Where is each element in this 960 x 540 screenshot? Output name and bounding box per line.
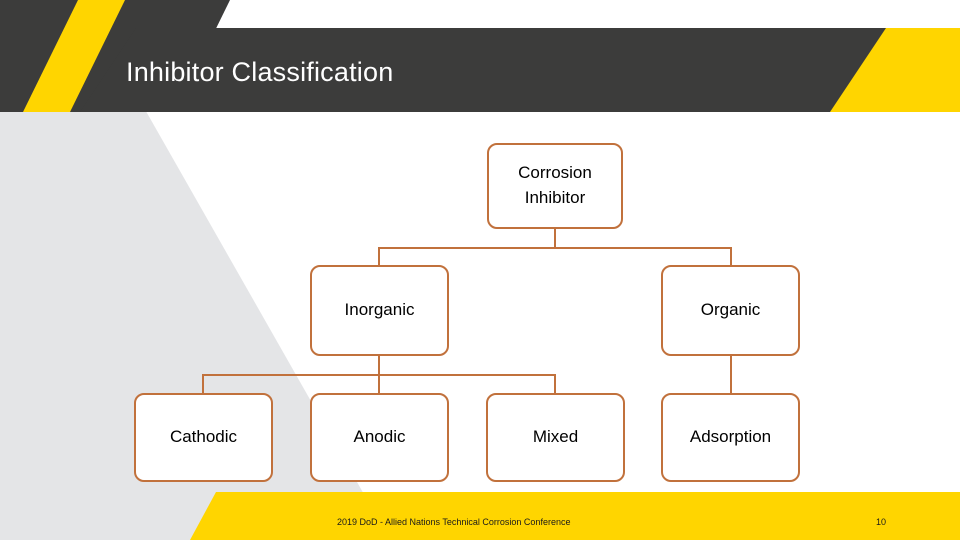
connector-inorganic-stem — [378, 356, 380, 375]
node-label-line1: Mixed — [532, 427, 579, 447]
connector-to-organic — [730, 247, 732, 267]
node-label-line1: Organic — [700, 300, 761, 320]
page-title: Inhibitor Classification — [126, 57, 394, 87]
node-organic[interactable]: Organic — [661, 265, 800, 356]
node-mixed[interactable]: Mixed — [486, 393, 625, 482]
connector-to-adsorption — [730, 356, 732, 395]
connector-level1-bus — [379, 247, 731, 249]
connector-to-cathodic — [202, 374, 204, 395]
node-cathodic[interactable]: Cathodic — [134, 393, 273, 482]
node-label-line2: Inhibitor — [524, 188, 586, 207]
node-label-line1: Adsorption — [689, 427, 772, 447]
footer-conference-text: 2019 DoD - Allied Nations Technical Corr… — [337, 517, 571, 527]
node-anodic[interactable]: Anodic — [310, 393, 449, 482]
node-label-line1: Corrosion — [518, 163, 592, 183]
connector-to-inorganic — [378, 247, 380, 267]
node-corrosion-inhibitor[interactable]: Corrosion Inhibitor — [487, 143, 623, 229]
footer-page-number: 10 — [876, 517, 887, 527]
node-label-line1: Inorganic — [344, 300, 415, 320]
connector-to-anodic — [378, 374, 380, 395]
node-label-line1: Cathodic — [169, 427, 238, 447]
node-adsorption[interactable]: Adsorption — [661, 393, 800, 482]
connector-to-mixed — [554, 374, 556, 395]
node-label-line1: Anodic — [353, 427, 406, 447]
connector-root-stem — [554, 229, 556, 249]
node-inorganic[interactable]: Inorganic — [310, 265, 449, 356]
